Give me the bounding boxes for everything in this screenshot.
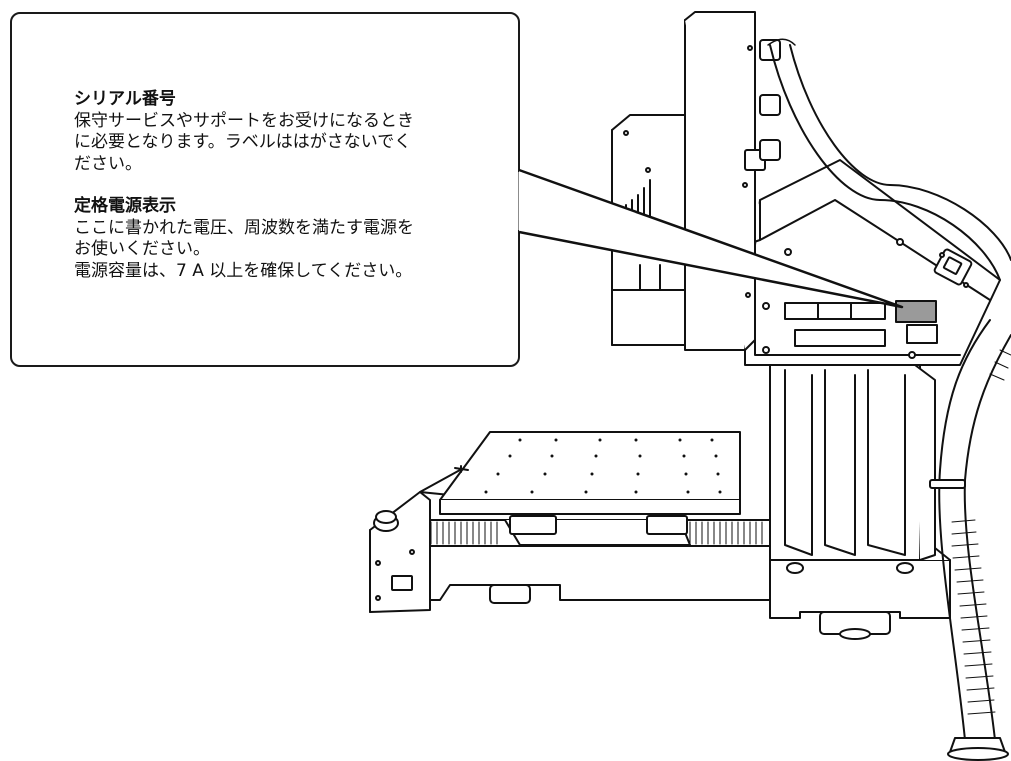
table-base xyxy=(417,515,771,601)
serial-number-description: 保守サービスやサポートをお受けになるとき に必要となります。ラベルははがさないで… xyxy=(74,110,414,174)
upper-carriage xyxy=(611,11,781,351)
control-panel xyxy=(369,469,481,613)
callout-box: シリアル番号 保守サービスやサポートをお受けになるとき に必要となります。ラベル… xyxy=(10,12,520,367)
work-table xyxy=(439,431,741,515)
rated-power-heading: 定格電源表示 xyxy=(74,196,176,216)
spindle-head xyxy=(744,159,1001,366)
serial-number-heading: シリアル番号 xyxy=(74,89,176,109)
serial-label-plate xyxy=(895,300,937,323)
column xyxy=(769,364,936,561)
callout-text: シリアル番号 保守サービスやサポートをお受けになるとき に必要となります。ラベル… xyxy=(74,89,504,282)
dust-hose-lower xyxy=(929,319,1011,761)
rated-power-description: ここに書かれた電圧、周波数を満たす電源を お使いください。 電源容量は、7 A … xyxy=(74,217,414,281)
